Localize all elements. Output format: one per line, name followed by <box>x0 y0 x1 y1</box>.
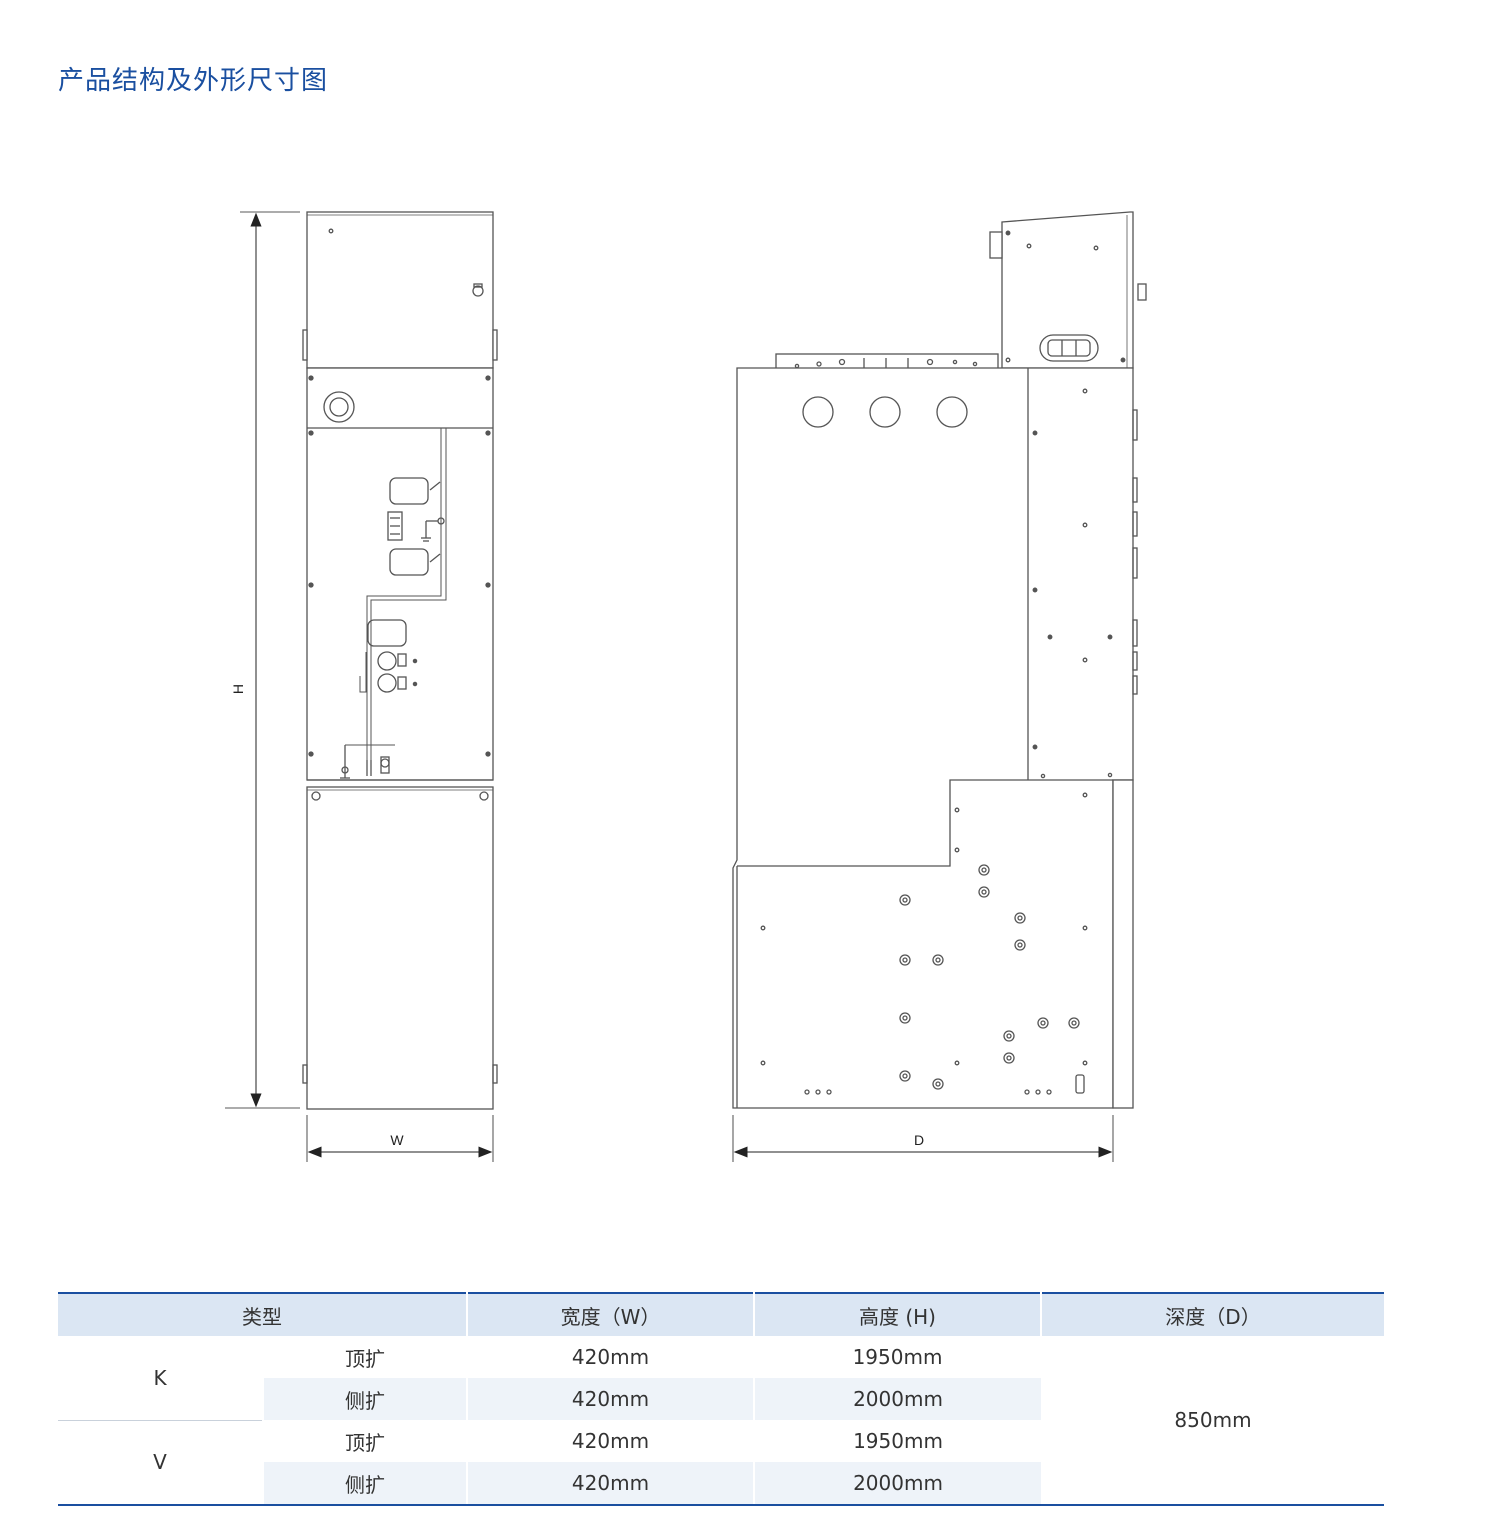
side-view <box>732 211 1147 1109</box>
page-title: 产品结构及外形尺寸图 <box>58 66 329 96</box>
front-dimensions <box>225 211 494 1162</box>
width-cell: 420mm <box>467 1378 755 1420</box>
width-dimension-label: W <box>390 1132 404 1148</box>
header-type: 类型 <box>58 1292 468 1336</box>
cabinet-drawing: H W <box>225 211 1147 1162</box>
front-view <box>302 211 498 1110</box>
table-header-row: 类型 宽度（W） 高度 (H) 深度（D） <box>58 1292 1384 1336</box>
table-row: 侧扩 420mm 2000mm <box>58 1462 1384 1506</box>
height-dimension-label: H <box>230 684 246 694</box>
height-cell: 2000mm <box>754 1462 1041 1506</box>
depth-cell: 850mm <box>1041 1336 1384 1506</box>
width-cell: 420mm <box>467 1462 755 1506</box>
subtype-cell: 侧扩 <box>263 1378 468 1420</box>
table-row: 侧扩 420mm 2000mm <box>58 1378 1384 1420</box>
height-cell: 1950mm <box>754 1336 1042 1378</box>
spec-table: 类型 宽度（W） 高度 (H) 深度（D） K 顶扩 420mm 1950mm … <box>58 1292 1384 1506</box>
width-cell: 420mm <box>467 1336 755 1378</box>
type-cell: V <box>58 1420 264 1506</box>
subtype-cell: 顶扩 <box>263 1336 468 1378</box>
type-cell: K <box>58 1336 264 1421</box>
table-row: V 顶扩 420mm 1950mm <box>58 1420 1384 1506</box>
width-cell: 420mm <box>467 1420 755 1462</box>
header-height: 高度 (H) <box>754 1292 1042 1336</box>
height-cell: 2000mm <box>754 1378 1041 1420</box>
depth-dimension <box>732 1115 1114 1162</box>
cable-grommets <box>899 864 1080 1090</box>
depth-dimension-label: D <box>914 1132 924 1148</box>
header-width: 宽度（W） <box>467 1292 755 1336</box>
subtype-cell: 侧扩 <box>263 1462 468 1506</box>
subtype-cell: 顶扩 <box>263 1420 468 1462</box>
header-depth: 深度（D） <box>1041 1292 1384 1336</box>
height-cell: 1950mm <box>853 1429 943 1453</box>
table-row: K 顶扩 420mm 1950mm 850mm <box>58 1336 1384 1506</box>
